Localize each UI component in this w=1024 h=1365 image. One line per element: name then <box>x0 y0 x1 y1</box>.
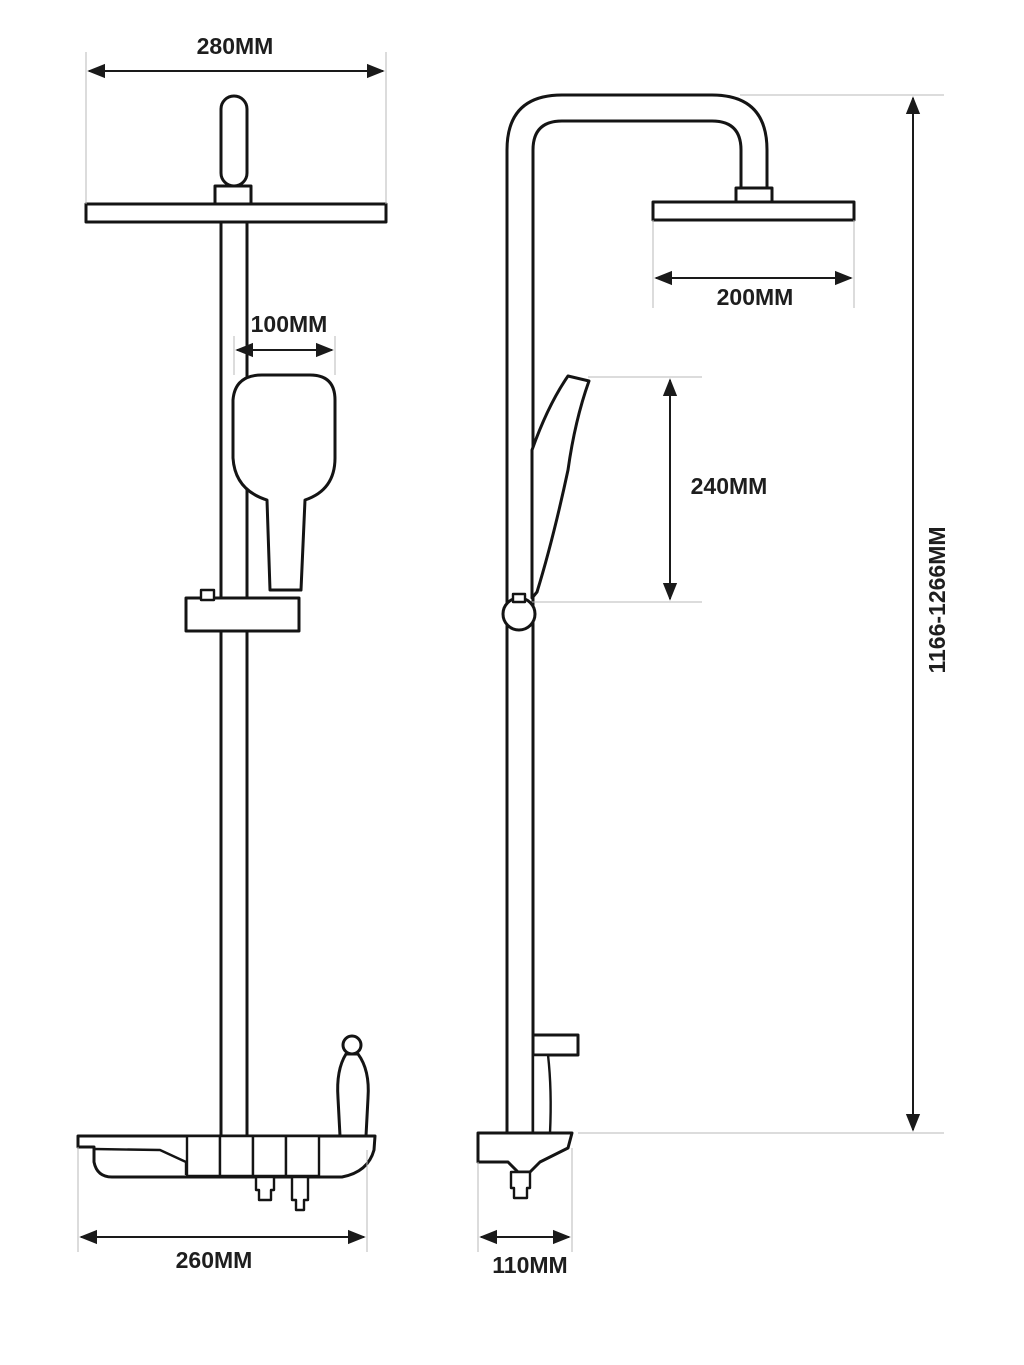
front-lever-ball <box>341 1034 363 1056</box>
front-right-connector <box>290 1175 310 1212</box>
side-riser-curved-arm <box>505 93 769 1135</box>
side-diverter-stub <box>531 1033 580 1057</box>
label-1166-1266mm: 1166-1266MM <box>924 526 950 673</box>
front-left-connector <box>254 1175 276 1202</box>
front-mixer-lever <box>336 1052 370 1138</box>
label-110mm: 110MM <box>492 1252 567 1278</box>
side-diverter-neck <box>531 1053 552 1135</box>
front-push-button-2 <box>218 1134 255 1178</box>
side-connector <box>509 1170 532 1200</box>
front-hand-shower <box>231 373 337 592</box>
front-head-joint <box>213 184 253 206</box>
side-overhead-shower-plate <box>651 200 856 222</box>
label-200mm: 200MM <box>717 284 794 310</box>
side-slider-knob <box>511 592 527 604</box>
front-top-arm <box>219 94 249 188</box>
side-mixer-body <box>476 1131 574 1174</box>
front-push-button-4 <box>284 1134 321 1178</box>
front-slider-knob <box>199 588 216 602</box>
side-head-joint <box>734 186 774 204</box>
front-view: 280MM 100MM 260MM <box>76 33 388 1273</box>
label-100mm: 100MM <box>251 311 328 337</box>
front-overhead-shower-plate <box>84 202 388 224</box>
label-240mm: 240MM <box>691 473 768 499</box>
label-260mm: 260MM <box>176 1247 253 1273</box>
side-view: 200MM 240MM 1166-1266MM 110MM <box>476 93 950 1278</box>
front-push-button-3 <box>251 1134 288 1178</box>
label-280mm: 280MM <box>197 33 274 59</box>
front-push-button-1 <box>185 1134 222 1178</box>
front-slider-bracket <box>184 596 301 633</box>
side-hand-shower <box>530 374 591 600</box>
